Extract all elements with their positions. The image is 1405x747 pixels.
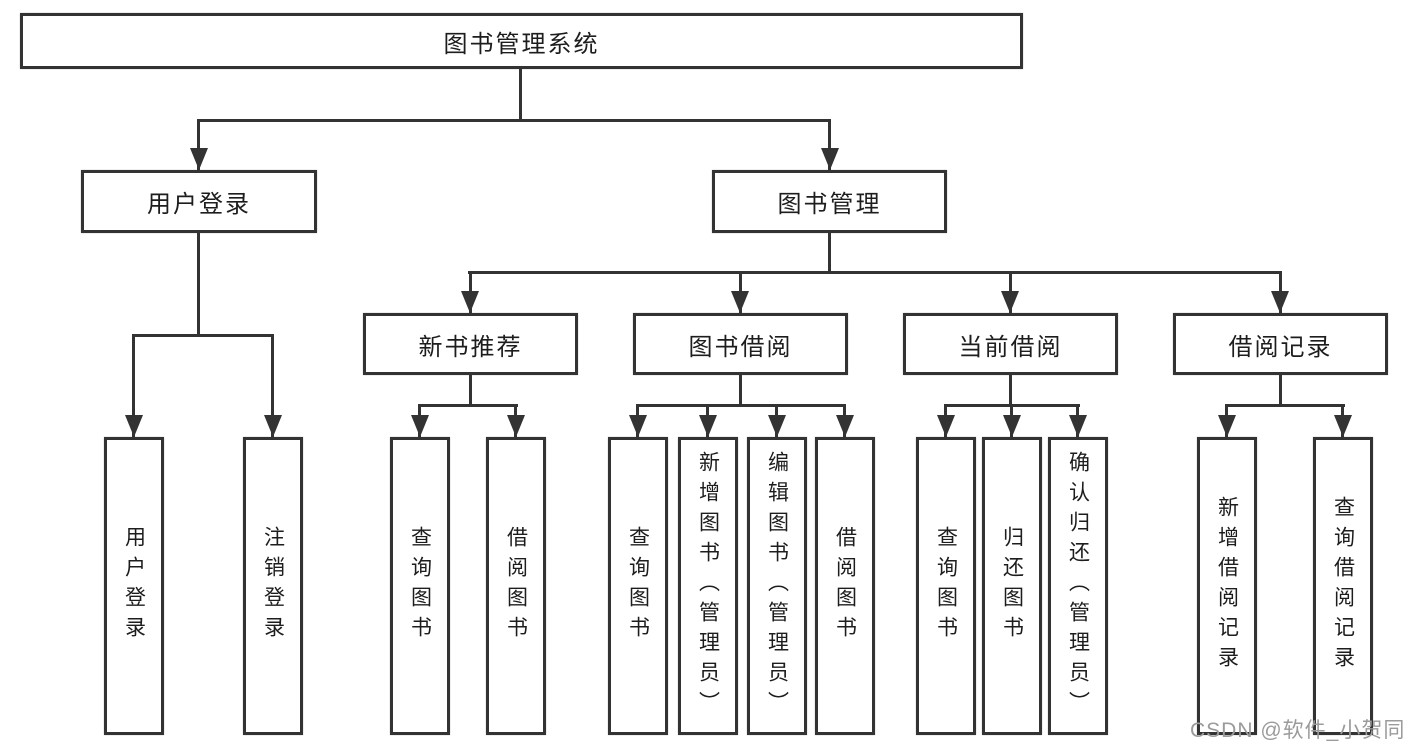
arrow-down-icon (699, 415, 717, 437)
leaf-query-books-current: 查询图书 (916, 437, 976, 735)
arrow-down-icon (411, 415, 429, 437)
node-label: 查询图书 (408, 526, 432, 646)
node-label: 用户登录 (147, 191, 251, 218)
arrow-down-icon (937, 415, 955, 437)
node-label: 当前借阅 (958, 333, 1063, 361)
node-label: 确认归还（管理员） (1066, 451, 1090, 721)
arrow-down-icon (1271, 291, 1289, 313)
arrow-down-icon (461, 291, 479, 313)
node-label: 新增图书（管理员） (696, 451, 720, 721)
arrow-down-icon (836, 415, 854, 437)
node-label: 查询图书 (626, 526, 650, 646)
node-user-login: 用户登录 (81, 170, 317, 233)
leaf-edit-books-admin: 编辑图书（管理员） (747, 437, 807, 735)
leaf-logout: 注销登录 (243, 437, 303, 735)
node-borrow-records: 借阅记录 (1173, 313, 1388, 375)
node-current-borrow: 当前借阅 (903, 313, 1118, 375)
leaf-borrow-books-recommend: 借阅图书 (486, 437, 546, 735)
node-label: 新书推荐 (418, 333, 523, 361)
leaf-user-login: 用户登录 (104, 437, 164, 735)
node-label: 查询借阅记录 (1331, 496, 1355, 676)
leaf-return-books: 归还图书 (982, 437, 1042, 735)
node-label: 借阅图书 (504, 526, 528, 646)
leaf-query-borrow-record: 查询借阅记录 (1313, 437, 1373, 735)
node-label: 借阅记录 (1228, 333, 1333, 361)
arrow-down-icon (1218, 415, 1236, 437)
node-label: 用户登录 (122, 526, 146, 646)
node-label: 图书管理系统 (443, 30, 600, 58)
leaf-query-books-recommend: 查询图书 (390, 437, 450, 735)
leaf-borrow-books: 借阅图书 (815, 437, 875, 735)
arrow-down-icon (1069, 415, 1087, 437)
arrow-down-icon (629, 415, 647, 437)
node-label: 新增借阅记录 (1215, 496, 1239, 676)
arrow-down-icon (264, 415, 282, 437)
arrow-down-icon (768, 415, 786, 437)
node-label: 图书管理 (777, 191, 882, 218)
node-label: 图书借阅 (688, 333, 793, 361)
node-label: 归还图书 (1000, 526, 1024, 646)
node-root-library-system: 图书管理系统 (20, 13, 1023, 69)
leaf-confirm-return-admin: 确认归还（管理员） (1048, 437, 1108, 735)
csdn-watermark: CSDN @软件_小贺同学 (1190, 719, 1405, 742)
arrow-down-icon (125, 415, 143, 437)
leaf-add-books-admin: 新增图书（管理员） (678, 437, 738, 735)
arrow-down-icon (507, 415, 525, 437)
arrow-down-icon (821, 148, 839, 170)
node-label: 注销登录 (261, 526, 285, 646)
node-label: 编辑图书（管理员） (765, 451, 789, 721)
arrow-down-icon (1003, 415, 1021, 437)
arrow-down-icon (1334, 415, 1352, 437)
arrow-down-icon (1001, 291, 1019, 313)
node-book-borrow: 图书借阅 (633, 313, 848, 375)
leaf-query-books-borrow: 查询图书 (608, 437, 668, 735)
arrow-down-icon (190, 148, 208, 170)
node-book-management: 图书管理 (712, 170, 947, 233)
arrow-down-icon (731, 291, 749, 313)
node-label: 借阅图书 (833, 526, 857, 646)
leaf-add-borrow-record: 新增借阅记录 (1197, 437, 1257, 735)
node-new-book-recommend: 新书推荐 (363, 313, 578, 375)
node-label: 查询图书 (934, 526, 958, 646)
